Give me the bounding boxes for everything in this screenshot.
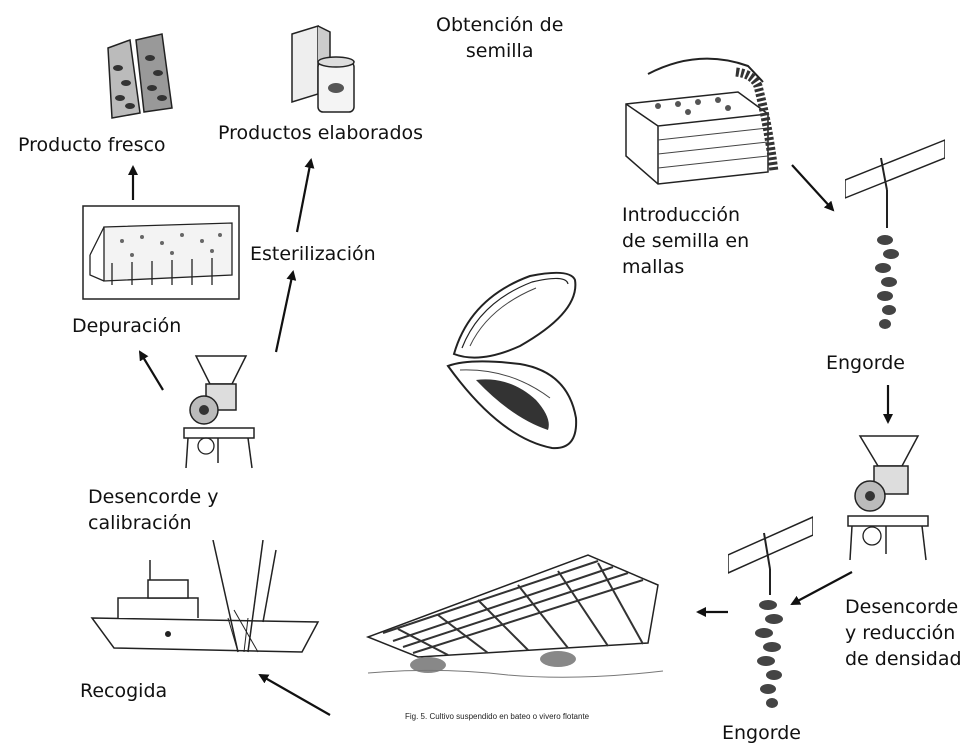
hanging-rope-right-illustration (845, 130, 945, 335)
label-producto-fresco: Producto fresco (18, 134, 166, 156)
label-line: mallas (622, 256, 685, 278)
label-obtencion-semilla: Obtención de semilla (436, 12, 563, 64)
label-desencorde-calibracion: Desencorde y calibración (88, 484, 219, 536)
label-engorde-bottom: Engorde (722, 722, 801, 744)
label-line: Desencorde y (88, 486, 219, 508)
label-engorde-right: Engorde (826, 352, 905, 374)
label-line: de densidad (845, 648, 962, 670)
depuration-tank-illustration (82, 205, 240, 300)
arrow-calibracion-to-depuracion (138, 350, 164, 391)
label-line: Desencorde (845, 596, 959, 618)
seed-box-illustration (618, 44, 783, 189)
grading-machine-left-illustration (176, 348, 266, 473)
grading-machine-right-illustration (838, 430, 938, 565)
raft-illustration (358, 545, 683, 710)
label-depuracion: Depuración (72, 315, 182, 337)
canned-products-illustration (288, 22, 360, 117)
mussel-bags-illustration (100, 28, 180, 123)
label-line: Introducción (622, 204, 741, 226)
arrow-semilla-to-engorde (791, 164, 835, 212)
label-introduccion-semilla: Introducción de semilla en mallas (622, 202, 749, 280)
arrow-raft-to-recogida (258, 674, 331, 716)
label-line: de semilla en (622, 230, 750, 252)
arrow-desencorde-to-engorde (790, 571, 853, 605)
mussel-illustration (440, 268, 585, 458)
label-line: calibración (88, 512, 192, 534)
raft-caption: Fig. 5. Cultivo suspendido en bateo o vi… (405, 712, 590, 721)
arrow-esterilizacion-to-elaborados (295, 158, 315, 233)
label-esterilizacion: Esterilización (250, 243, 376, 265)
label-recogida: Recogida (80, 680, 168, 702)
label-desencorde-reduccion: Desencorde y reducción de densidad (845, 594, 962, 672)
label-line: semilla (465, 40, 534, 62)
arrow-calibracion-to-esterilizacion (274, 270, 297, 353)
label-productos-elaborados: Productos elaborados (218, 122, 424, 144)
label-line: y reducción (845, 622, 956, 644)
label-line: Obtención de (436, 14, 564, 36)
fishing-boat-illustration (88, 540, 323, 665)
hanging-rope-bottom-illustration (728, 505, 813, 717)
